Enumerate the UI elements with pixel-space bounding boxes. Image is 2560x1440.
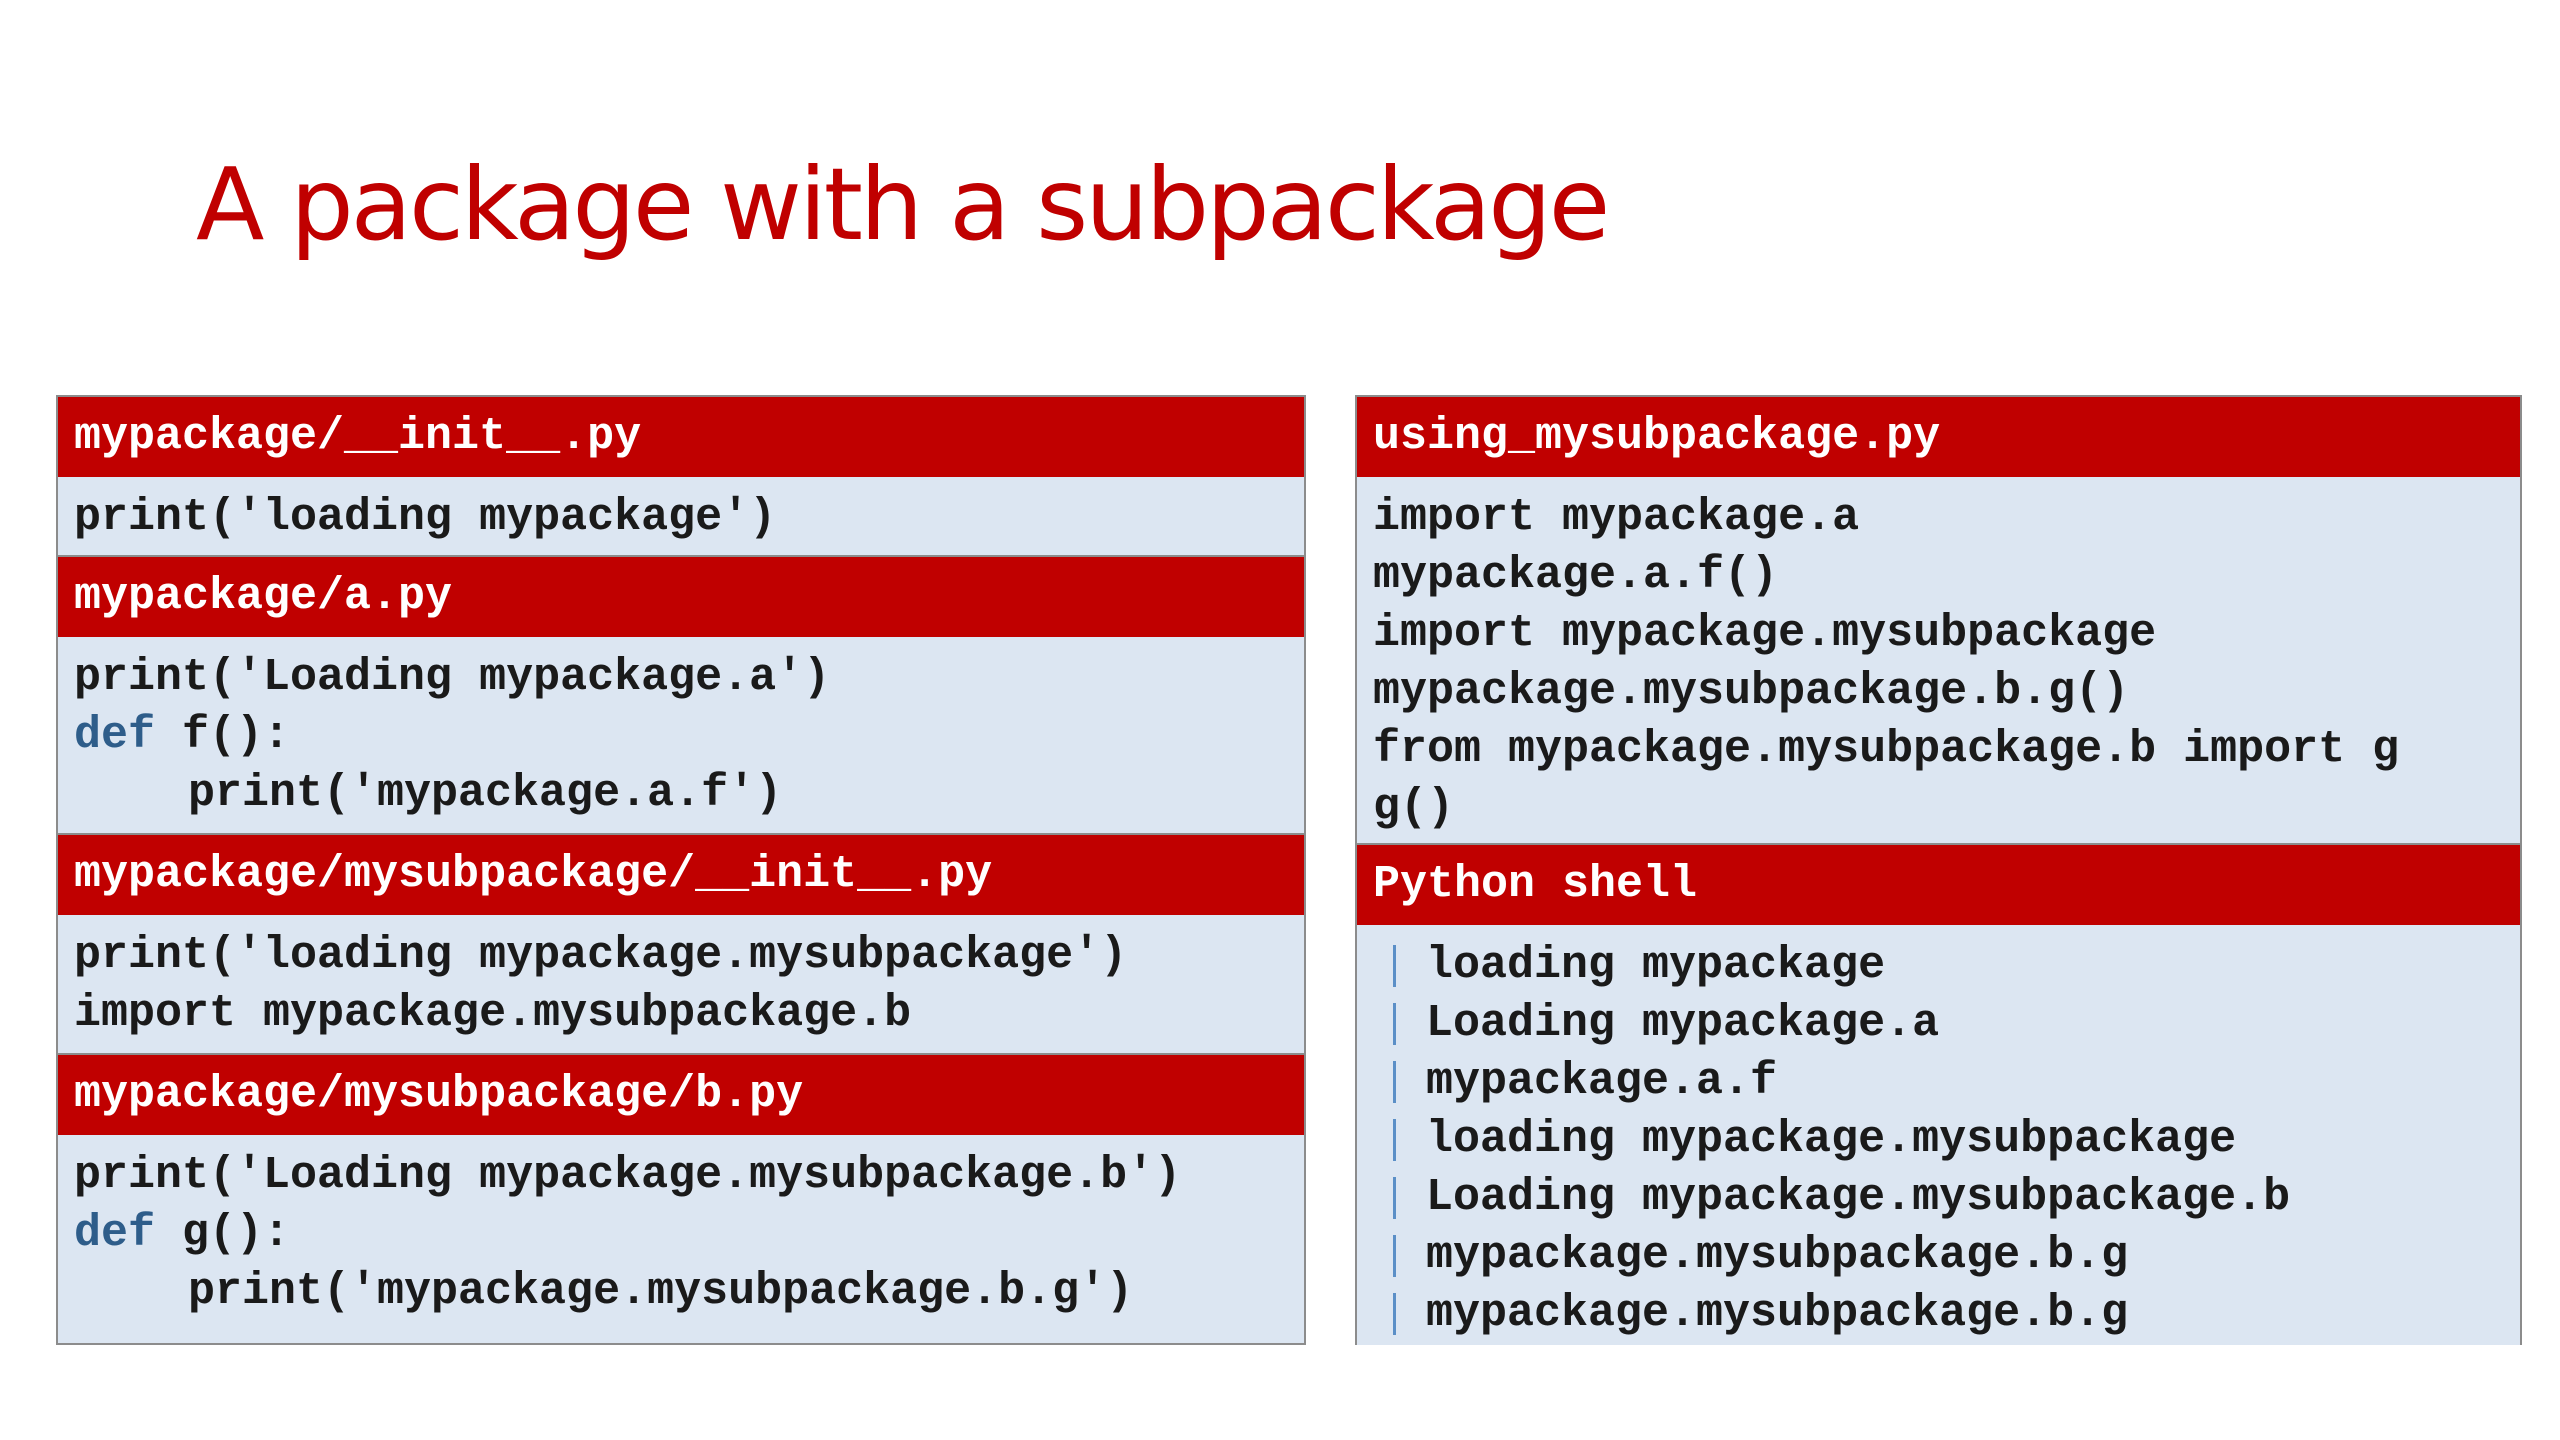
output-bar	[1393, 1061, 1396, 1103]
code-line: import mypackage.mysubpackage.b	[74, 988, 912, 1039]
shell-text: mypackage.mysubpackage.b.g	[1426, 1230, 2129, 1281]
output-bar	[1393, 1235, 1396, 1277]
code-line: import mypackage.mysubpackage	[1373, 608, 2157, 659]
shell-text: Loading mypackage.a	[1426, 998, 1940, 1049]
shell-output-line: mypackage.mysubpackage.b.g	[1373, 1227, 2520, 1285]
output-bar	[1393, 1119, 1396, 1161]
shell-output-line: Loading mypackage.a	[1373, 995, 2520, 1053]
shell-text: loading mypackage.mysubpackage	[1426, 1114, 2237, 1165]
file-header: mypackage/__init__.py	[58, 397, 1304, 477]
code-line: print('Loading mypackage.mysubpackage.b'…	[74, 1150, 1182, 1201]
shell-text: loading mypackage	[1426, 940, 1886, 991]
code-block-mypackage-init: mypackage/__init__.py print('loading myp…	[58, 397, 1304, 557]
code-block-mysubpackage-b: mypackage/mysubpackage/b.py print('Loadi…	[58, 1055, 1304, 1332]
shell-header: Python shell	[1357, 845, 2520, 925]
code-block-mypackage-a: mypackage/a.py print('Loading mypackage.…	[58, 557, 1304, 835]
code-line: import mypackage.a	[1373, 492, 1860, 543]
code-line: mypackage.mysubpackage.b.g()	[1373, 666, 2130, 717]
output-bar	[1393, 1293, 1396, 1335]
code-body: print('loading mypackage')	[58, 477, 1304, 557]
output-bar	[1393, 1177, 1396, 1219]
code-line: from mypackage.mysubpackage.b import g	[1373, 724, 2400, 775]
shell-text: Loading mypackage.mysubpackage.b	[1426, 1172, 2291, 1223]
shell-text: mypackage.mysubpackage.b.g	[1426, 1288, 2129, 1339]
function-signature: f():	[155, 710, 291, 761]
shell-output: loading mypackage Loading mypackage.a my…	[1357, 925, 2520, 1345]
python-shell-block: Python shell loading mypackage Loading m…	[1357, 845, 2520, 1345]
output-bar	[1393, 945, 1396, 987]
code-line: g()	[1373, 782, 1455, 833]
right-code-column: using_mysubpackage.py import mypackage.a…	[1355, 395, 2522, 1345]
code-line: def f():	[74, 707, 1304, 765]
file-header: mypackage/mysubpackage/__init__.py	[58, 835, 1304, 915]
shell-text: mypackage.a.f	[1426, 1056, 1778, 1107]
code-block-mysubpackage-init: mypackage/mysubpackage/__init__.py print…	[58, 835, 1304, 1055]
code-body: print('loading mypackage.mysubpackage') …	[58, 915, 1304, 1055]
left-code-column: mypackage/__init__.py print('loading myp…	[56, 395, 1306, 1345]
function-signature: g():	[155, 1208, 291, 1259]
code-body: print('Loading mypackage.a') def f(): pr…	[58, 637, 1304, 835]
code-line: def g():	[74, 1205, 1304, 1263]
shell-output-line: mypackage.a.f	[1373, 1053, 2520, 1111]
shell-output-line: loading mypackage	[1373, 937, 2520, 995]
keyword-def: def	[74, 1208, 156, 1259]
shell-output-line: Loading mypackage.mysubpackage.b	[1373, 1169, 2520, 1227]
code-line: print('loading mypackage.mysubpackage')	[74, 930, 1128, 981]
file-header: using_mysubpackage.py	[1357, 397, 2520, 477]
code-line: print('Loading mypackage.a')	[74, 652, 831, 703]
keyword-def: def	[74, 710, 156, 761]
shell-output-line: loading mypackage.mysubpackage	[1373, 1111, 2520, 1169]
code-line: print('mypackage.mysubpackage.b.g')	[188, 1266, 1134, 1317]
file-header: mypackage/a.py	[58, 557, 1304, 637]
code-line: mypackage.a.f()	[1373, 550, 1779, 601]
code-line: print('mypackage.a.f')	[188, 768, 783, 819]
code-body: print('Loading mypackage.mysubpackage.b'…	[58, 1135, 1304, 1332]
output-bar	[1393, 1003, 1396, 1045]
slide-title: A package with a subpackage	[196, 146, 1610, 263]
file-header: mypackage/mysubpackage/b.py	[58, 1055, 1304, 1135]
code-body: import mypackage.a mypackage.a.f() impor…	[1357, 477, 2520, 845]
shell-output-line: mypackage.mysubpackage.b.g	[1373, 1285, 2520, 1343]
code-line: print('loading mypackage')	[74, 492, 777, 543]
code-block-using-mysubpackage: using_mysubpackage.py import mypackage.a…	[1357, 397, 2520, 845]
